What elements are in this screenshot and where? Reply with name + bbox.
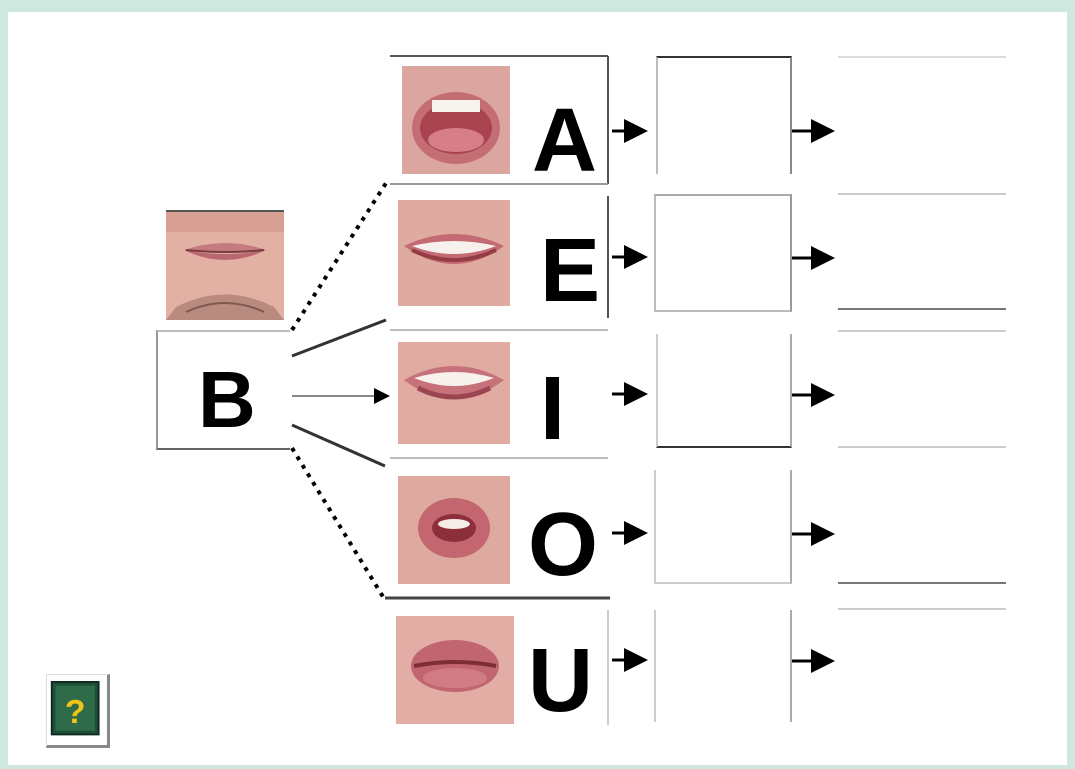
answer-line-u-top xyxy=(838,608,1006,610)
answer-line-e-top xyxy=(838,193,1006,195)
consonant-letter-box xyxy=(156,330,290,450)
smile-i-lips-icon xyxy=(398,342,510,444)
vowel-e-lips-image xyxy=(398,200,510,306)
answer-box-o[interactable] xyxy=(654,470,792,584)
open-mouth-a-lips-icon xyxy=(402,66,510,174)
help-question-icon: ? xyxy=(50,681,100,736)
vowel-e-letter: E xyxy=(540,221,601,321)
answer-line-i[interactable] xyxy=(838,446,1006,448)
answer-box-i[interactable] xyxy=(656,334,792,448)
round-o-lips-icon xyxy=(398,476,510,584)
vowel-o-lips-image xyxy=(398,476,510,584)
answer-line-i-top xyxy=(838,330,1006,332)
vowel-a-letter: A xyxy=(532,91,597,191)
answer-box-u[interactable] xyxy=(654,610,792,722)
consonant-letter: B xyxy=(198,355,256,444)
svg-text:?: ? xyxy=(65,693,86,731)
answer-line-a-top xyxy=(838,56,1006,58)
answer-box-a[interactable] xyxy=(656,56,792,174)
answer-line-e[interactable] xyxy=(838,308,1006,310)
vowel-a-lips-image xyxy=(402,66,510,174)
wide-smile-e-lips-icon xyxy=(398,200,510,306)
closed-lips-face-icon xyxy=(166,212,284,320)
consonant-lips-image xyxy=(166,210,284,320)
help-button[interactable]: ? xyxy=(46,674,110,748)
vowel-u-letter: U xyxy=(528,631,593,731)
answer-box-e[interactable] xyxy=(654,194,792,312)
pursed-u-lips-icon xyxy=(396,616,514,724)
vowel-i-lips-image xyxy=(398,342,510,444)
vowel-i-letter: I xyxy=(540,359,566,459)
vowel-u-lips-image xyxy=(396,616,514,724)
answer-line-o[interactable] xyxy=(838,582,1006,584)
vowel-o-letter: O xyxy=(528,495,599,595)
